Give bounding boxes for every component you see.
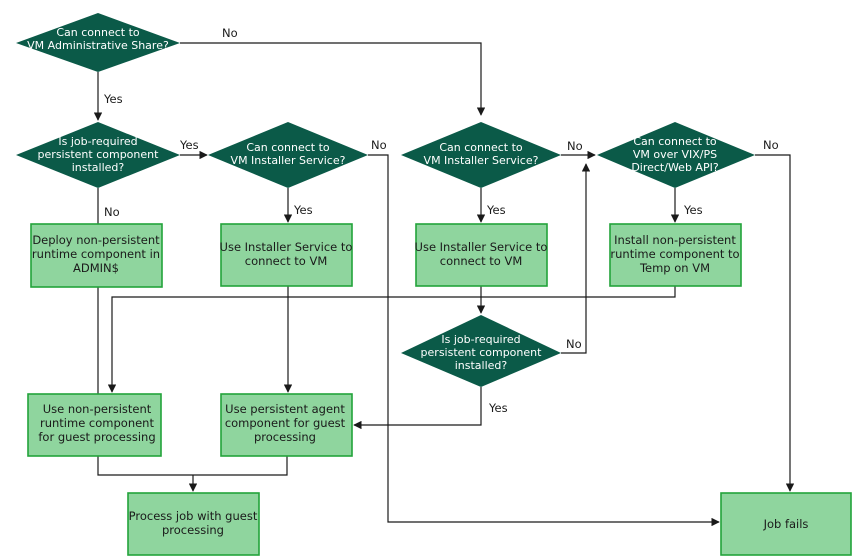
- action-b7-line-1: Process job with guest: [129, 509, 258, 523]
- action-b5-line-3: for guest processing: [38, 430, 155, 444]
- action-b6-line-1: Use persistent agent: [225, 402, 345, 416]
- label-d4-no: No: [567, 139, 583, 153]
- action-b2-line-2: connect to VM: [245, 254, 328, 268]
- label-d6-yes: Yes: [488, 401, 508, 415]
- action-b6-line-2: component for guest: [225, 416, 346, 430]
- decision-d2-line-1: Is job-required: [58, 135, 137, 148]
- label-d2-no: No: [104, 205, 120, 219]
- action-b1-line-1: Deploy non-persistent: [32, 233, 160, 247]
- connector-d1-no: [180, 42, 486, 116]
- action-b3-line-2: connect to VM: [440, 254, 523, 268]
- connector-d3-no: [368, 154, 720, 527]
- decision-d6-line-1: Is job-required: [441, 333, 520, 346]
- decision-d1-line-2: VM Administrative Share?: [27, 39, 169, 52]
- label-d5-yes: Yes: [683, 203, 703, 217]
- decision-d6-line-3: installed?: [455, 359, 508, 372]
- decision-d4-line-1: Can connect to: [439, 141, 523, 154]
- label-d5-no: No: [763, 138, 779, 152]
- connector-d6-no: [561, 163, 591, 354]
- decision-d5-line-1: Can connect to: [633, 135, 717, 148]
- decision-d6-line-2: persistent component: [421, 346, 543, 359]
- action-b5-line-1: Use non-persistent: [43, 402, 152, 416]
- svg-text:Job fails: Job fails: [763, 517, 809, 531]
- label-d2-yes: Yes: [179, 138, 199, 152]
- connector-d5-no: [755, 154, 795, 492]
- label-d3-no: No: [371, 138, 387, 152]
- decision-d4-line-2: VM Installer Service?: [424, 154, 539, 167]
- branch-labels: No Yes Yes No No Yes No Yes No Yes No Ye…: [103, 26, 779, 415]
- action-b4-line-1: Install non-persistent: [614, 233, 736, 247]
- decision-d3-line-1: Can connect to: [246, 141, 330, 154]
- decision-d3-line-2: VM Installer Service?: [231, 154, 346, 167]
- label-d4-yes: Yes: [486, 203, 506, 217]
- action-b1-line-3: ADMIN$: [73, 261, 119, 275]
- label-d1-no: No: [222, 26, 238, 40]
- action-b6-line-3: processing: [254, 430, 316, 444]
- action-b8: Job fails: [720, 492, 852, 556]
- action-b3-line-1: Use Installer Service to: [415, 240, 548, 254]
- action-b4-line-3: Temp on VM: [639, 261, 710, 275]
- connectors: [93, 42, 795, 527]
- label-d3-yes: Yes: [293, 203, 313, 217]
- label-d1-yes: Yes: [103, 92, 123, 106]
- connector-d6-yes: [353, 387, 482, 430]
- decision-d2-line-3: installed?: [72, 161, 125, 174]
- connector-b5-b7: [97, 456, 288, 476]
- decision-d5-line-3: Direct/Web API?: [631, 161, 719, 174]
- action-b1-line-2: runtime component in: [32, 247, 160, 261]
- action-b4-line-2: runtime component to: [610, 247, 739, 261]
- action-b7-line-2: processing: [162, 523, 224, 537]
- decision-d5-line-2: VM over VIX/PS: [633, 148, 717, 161]
- action-b2-line-1: Use Installer Service to: [220, 240, 353, 254]
- action-b8-line-1: Job fails: [763, 517, 809, 531]
- connector-b4-b5: [107, 286, 676, 393]
- action-b5-line-2: runtime component: [40, 416, 154, 430]
- decision-d2-line-2: persistent component: [38, 148, 160, 161]
- decision-d1-line-1: Can connect to: [56, 26, 140, 39]
- label-d6-no: No: [566, 337, 582, 351]
